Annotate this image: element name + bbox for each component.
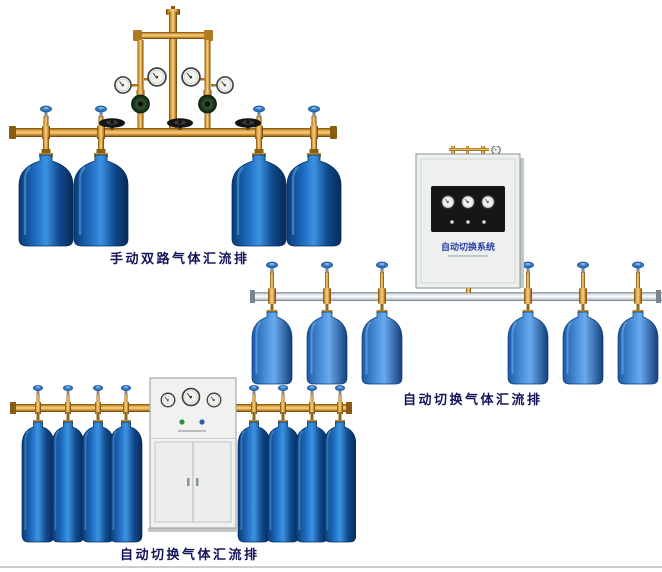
valve-cap-icon	[631, 261, 645, 274]
pressure-gauge-icon	[181, 387, 201, 407]
gas-cylinder	[109, 419, 143, 543]
valve-cap-icon	[94, 105, 108, 118]
gas-cylinder	[361, 309, 403, 385]
pressure-gauge-icon	[206, 392, 222, 408]
manifold-pipe	[250, 290, 662, 303]
gas-cylinder	[251, 309, 293, 385]
valve-cap-icon	[521, 261, 535, 274]
auto-switch-wall-illustration: 自动切换系统	[250, 146, 662, 385]
cylinder-connectors	[268, 288, 642, 313]
gas-cylinder	[81, 419, 115, 543]
gas-cylinder	[72, 151, 130, 248]
gas-cylinder	[507, 309, 549, 385]
cylinder-connectors	[35, 402, 343, 422]
manifold-pipe	[9, 126, 337, 139]
cylinder-valve-caps	[265, 261, 645, 292]
gas-cylinder	[562, 309, 604, 385]
gas-cylinder	[51, 419, 85, 543]
valve-cap-icon	[334, 385, 346, 396]
pressure-gauge-icon	[481, 195, 495, 209]
gas-cylinder	[17, 151, 75, 248]
valve-cap-icon	[277, 385, 289, 396]
valve-cap-icon	[576, 261, 590, 274]
valve-cap-icon	[32, 385, 44, 396]
product-figure-manual-dual-manifold	[6, 6, 342, 250]
pressure-gauge-icon	[491, 146, 501, 155]
pressure-gauge-icon	[461, 195, 475, 209]
pressure-gauge-icon	[114, 76, 132, 94]
valve-cap-icon	[252, 105, 266, 118]
gas-cylinder	[295, 419, 329, 543]
pressure-gauge-icon	[181, 67, 201, 87]
product-caption: 手动双路气体汇流排	[110, 251, 250, 266]
manifold-top-assembly	[114, 6, 234, 130]
cylinder-connectors	[41, 137, 319, 153]
gas-cylinder	[266, 419, 300, 543]
valve-cap-icon	[307, 105, 321, 118]
valve-cap-icon	[248, 385, 260, 396]
cylinder-valve-caps	[32, 385, 346, 405]
gas-cylinder	[21, 419, 55, 543]
pressure-gauge-icon	[147, 67, 167, 87]
valve-cap-icon	[62, 385, 74, 396]
cabinet-label: 自动切换系统	[441, 241, 495, 252]
pressure-gauge-icon	[441, 195, 455, 209]
product-caption: 自动切换气体汇流排	[403, 392, 543, 407]
regulator-icon	[131, 89, 150, 114]
gas-cylinder	[237, 419, 271, 543]
valve-cap-icon	[39, 105, 53, 118]
control-cabinet: 自动切换系统	[415, 146, 524, 293]
indicator-light	[199, 419, 205, 425]
gas-cylinder	[306, 309, 348, 385]
pressure-gauge-icon	[160, 392, 176, 408]
regulator-icon	[198, 89, 217, 114]
bottom-divider	[0, 566, 662, 568]
product-figure-auto-switch-cabinet	[10, 376, 356, 558]
auto-switch-cabinet-illustration	[10, 377, 356, 543]
pressure-gauge-icon	[216, 76, 234, 94]
indicator-light	[179, 419, 185, 425]
gas-cylinder	[323, 419, 356, 543]
control-cabinet	[148, 377, 238, 532]
gas-cylinder	[617, 309, 659, 385]
valve-cap-icon	[120, 385, 132, 396]
valve-cap-icon	[265, 261, 279, 274]
valve-cap-icon	[306, 385, 318, 396]
valve-cap-icon	[320, 261, 334, 274]
product-caption: 自动切换气体汇流排	[120, 547, 260, 562]
product-figure-auto-switch-wall: 自动切换系统	[250, 146, 662, 392]
manual-dual-manifold-illustration	[9, 6, 342, 248]
valve-cap-icon	[92, 385, 104, 396]
valve-cap-icon	[375, 261, 389, 274]
